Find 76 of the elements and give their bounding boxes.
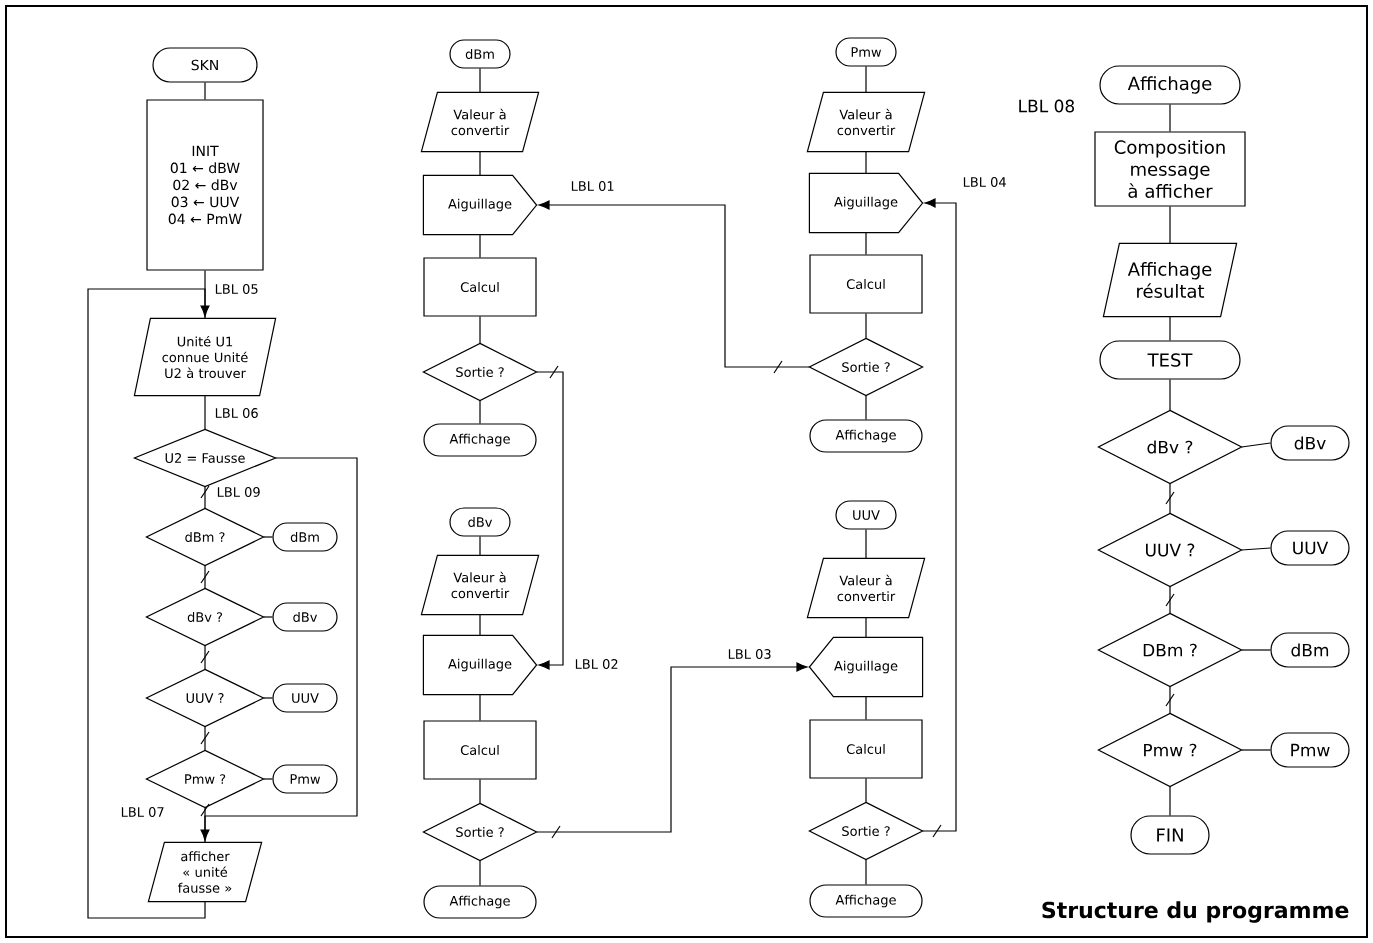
process-box: Calcul [809,254,923,314]
arrow [87,288,210,919]
input-output-parallelogram: afficher « unité fausse » [147,841,263,903]
process-box: Calcul [423,720,537,780]
connector-line [1169,316,1171,341]
jump-label: LBL 08 [1019,99,1075,113]
connector-line [1169,379,1171,411]
connector-line [1169,686,1171,714]
connector-line [204,565,206,589]
connector-line [479,694,481,721]
connector-line [204,82,206,100]
connector-line [263,616,273,618]
connector-line [263,697,273,699]
input-output-parallelogram: Valeur à convertir [420,554,540,616]
connector-line [204,395,206,430]
connector-line [1169,483,1171,514]
input-output-parallelogram: Valeur à convertir [806,91,926,153]
connector-line [479,234,481,258]
connector-line [1169,786,1171,816]
connector-line [204,645,206,670]
connector-line [865,859,867,885]
connector-line [479,536,481,556]
diagram-title: Structure du programme [1042,901,1349,923]
connector-line [1241,749,1271,751]
connector-line [865,313,867,339]
connector-line [1169,206,1171,244]
process-box: Calcul [423,257,537,317]
connector-line [1241,649,1271,651]
process-box: Calcul [809,719,923,779]
connector-line [1241,442,1271,448]
connector-line [479,151,481,176]
switch-box: Aiguillage [808,636,924,698]
jump-label: LBL 02 [575,659,618,669]
jump-label: LBL 05 [215,284,258,294]
jump-label: LBL 06 [215,408,258,418]
jump-label: LBL 03 [728,649,771,659]
connector-line [865,151,867,174]
switch-box: Aiguillage [422,634,538,696]
arrow [536,662,808,833]
input-output-parallelogram: Affichage résultat [1102,242,1238,318]
connector-line [1169,104,1171,132]
arrow [922,198,957,832]
arrow [536,371,564,670]
process-box: Composition message à afficher [1094,131,1246,207]
jump-label: LBL 01 [571,181,614,191]
arrow [538,200,810,368]
input-output-parallelogram: Valeur à convertir [420,91,540,153]
jump-label: LBL 09 [217,487,260,497]
connector-line [479,614,481,636]
connector-line [865,778,867,803]
connector-line [204,270,206,319]
input-output-parallelogram: Unité U1 connue Unité U2 à trouver [133,317,277,397]
connector-line [1169,586,1171,614]
jump-label: LBL 07 [121,807,164,817]
connector-line [865,617,867,638]
connector-line [1241,547,1271,551]
connector-line [479,316,481,344]
connector-line [204,807,206,843]
jump-label: LBL 04 [963,177,1006,187]
connector-line [865,696,867,720]
connector-line [865,66,867,93]
connector-line [263,536,273,538]
connector-line [263,778,273,780]
switch-box: Aiguillage [808,172,924,234]
connector-line [865,395,867,420]
connector-line [479,400,481,424]
connector-line [204,486,206,509]
process-box: INIT 01 ← dBW 02 ← dBv 03 ← UUV 04 ← PmW [146,99,264,271]
connector-line [865,232,867,255]
switch-box: Aiguillage [422,174,538,236]
connector-line [479,860,481,886]
connector-line [204,726,206,751]
connector-line [865,529,867,559]
connector-line [479,68,481,93]
input-output-parallelogram: Valeur à convertir [806,557,926,619]
connector-line [479,779,481,804]
